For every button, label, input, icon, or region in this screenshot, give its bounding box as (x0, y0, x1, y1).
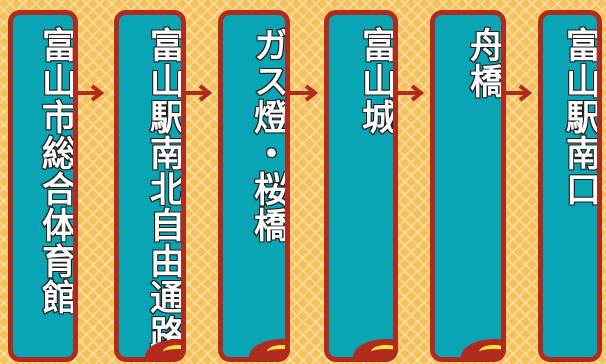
arrow-right-icon (396, 84, 426, 102)
stop-card-1[interactable]: 富山市総合体育館 (8, 10, 78, 362)
stop-name-5: 舟橋 (463, 26, 504, 100)
stop-name-2: 富山駅南北自由通路 (143, 26, 184, 352)
stop-card-6[interactable]: 富山駅南口 (538, 10, 602, 362)
badge-icon (353, 339, 393, 357)
badge-icon (145, 339, 181, 357)
badge-icon (249, 339, 285, 357)
arrow-right-icon (504, 84, 534, 102)
badge-icon (461, 339, 501, 357)
arrow-right-icon (184, 84, 214, 102)
stop-card-3[interactable]: ガス燈・桜橋 (218, 10, 290, 362)
arrow-right-icon (76, 84, 106, 102)
stop-name-6: 富山駅南口 (559, 26, 600, 208)
stop-name-4: 富山城 (355, 26, 396, 136)
stop-card-5[interactable]: 舟橋 (430, 10, 506, 362)
arrow-right-icon (290, 84, 320, 102)
stop-name-3: ガス燈・桜橋 (247, 26, 288, 244)
stop-name-1: 富山市総合体育館 (35, 26, 76, 316)
stop-card-4[interactable]: 富山城 (324, 10, 398, 362)
stop-card-2[interactable]: 富山駅南北自由通路 (114, 10, 186, 362)
